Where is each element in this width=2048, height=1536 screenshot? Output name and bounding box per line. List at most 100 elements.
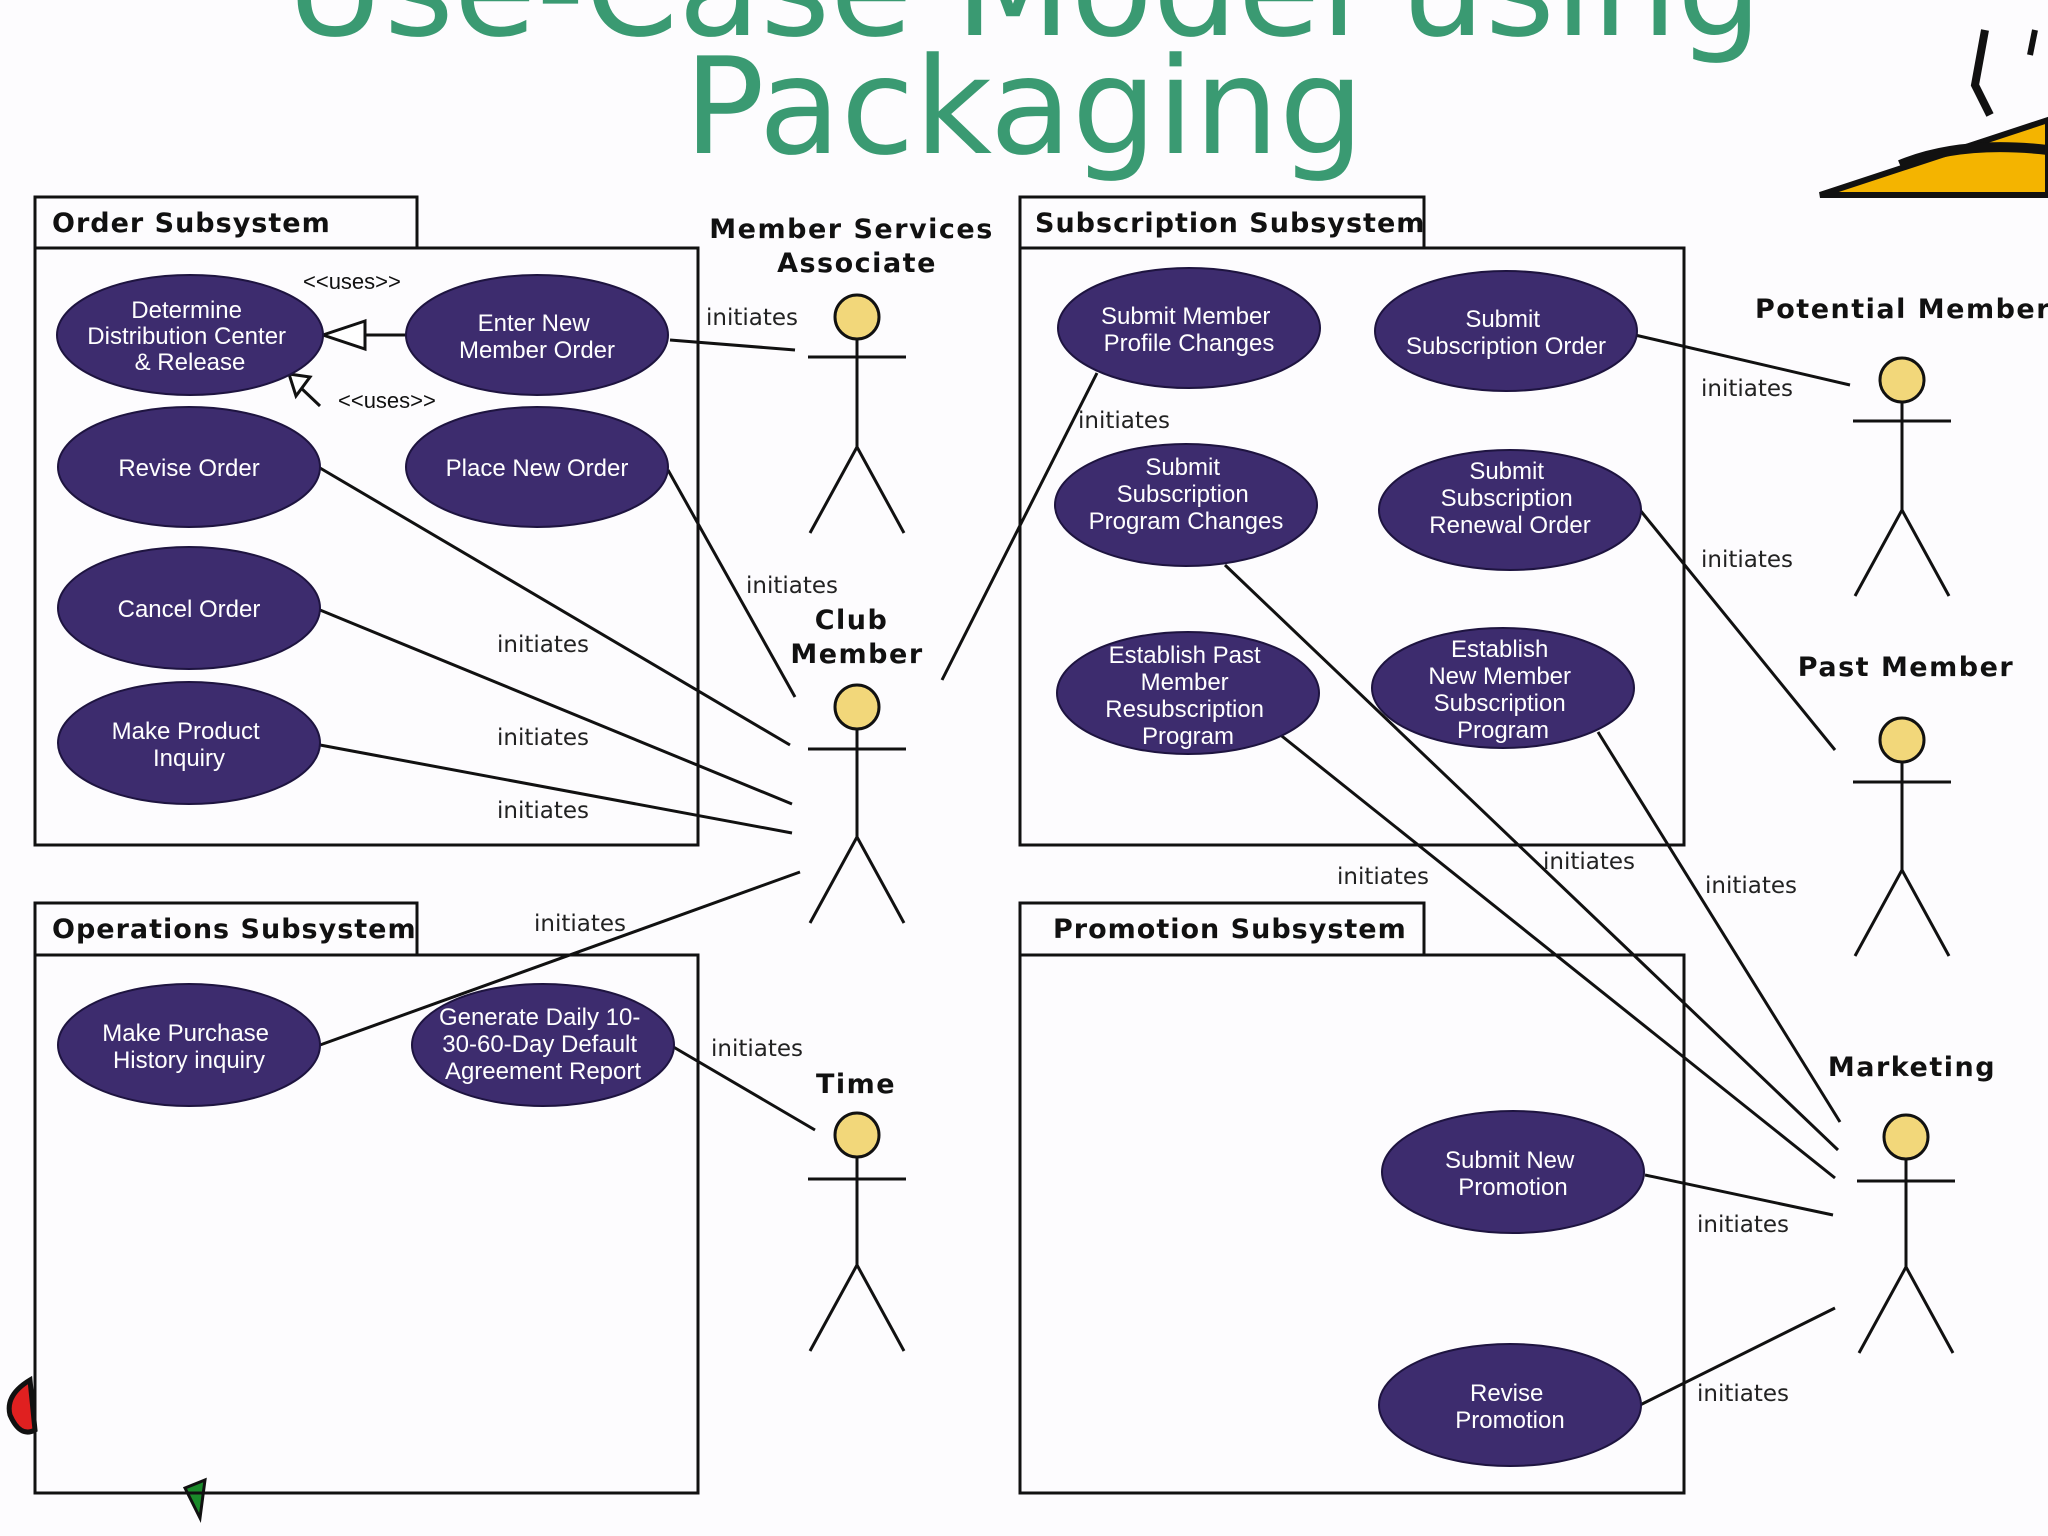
initiates-label: initiates — [1078, 408, 1170, 434]
initiates-label: initiates — [1701, 376, 1793, 402]
use-case-label: New Member — [1428, 663, 1571, 690]
actor-label: Time — [816, 1069, 896, 1100]
use-case-label: Member — [1141, 669, 1229, 696]
initiates-labels: initiates initiates initiates initiates … — [497, 305, 1797, 1407]
uses-relationships: <<uses>> <<uses>> — [286, 269, 436, 413]
clipart-bottom-left-icon — [6, 1375, 207, 1524]
slide-title-line-1: Use-Case Model using — [0, 0, 2048, 56]
use-case-submit-member-profile[interactable]: Submit Member Profile Changes — [1057, 267, 1321, 389]
initiates-label: initiates — [497, 798, 589, 824]
use-case-label: Member Order — [459, 337, 615, 364]
initiates-label: initiates — [497, 725, 589, 751]
initiates-label: initiates — [1697, 1212, 1789, 1238]
use-case-place-new-order[interactable]: Place New Order — [405, 406, 669, 528]
actor-marketing[interactable]: Marketing — [1828, 1052, 1996, 1354]
use-case-determine-distribution[interactable]: Determine Distribution Center & Release — [56, 274, 324, 396]
svg-text:Generate Daily 10- 30-60: Generate Daily 10- 30-60-Day Default Agr… — [439, 1004, 647, 1085]
use-case-label: Determine — [131, 297, 242, 324]
svg-text:Enter New Member Order: Enter New Member Order — [459, 310, 615, 364]
uses-label: <<uses>> — [303, 269, 401, 294]
svg-text:Revise Promotion: Revise Promotion — [1455, 1380, 1564, 1434]
use-case-label: Subscription — [1441, 485, 1573, 512]
use-case-label: Agreement Report — [445, 1058, 641, 1085]
use-case-label: & Release — [135, 349, 246, 376]
use-case-make-purchase-history[interactable]: Make Purchase History inquiry — [57, 983, 321, 1107]
actor-club-member[interactable]: Club Member — [790, 605, 923, 924]
clipart-top-right-icon — [1819, 29, 2048, 198]
use-case-submit-subscription-order[interactable]: Submit Subscription Order — [1374, 270, 1638, 392]
actor-label: Club — [815, 605, 889, 636]
use-case-label: Enter New — [478, 310, 591, 337]
actor-label: Potential Member — [1755, 294, 2048, 325]
use-case-label: Subscription Order — [1406, 333, 1606, 360]
package-label: Subscription Subsystem — [1035, 208, 1425, 239]
use-case-enter-new-member-order[interactable]: Enter New Member Order — [405, 274, 669, 396]
initiates-label: initiates — [1701, 547, 1793, 573]
use-case-label: Program — [1142, 723, 1234, 750]
svg-text:Establish New Member: Establish New Member Subscription Progra… — [1428, 636, 1577, 744]
use-case-label: Subscription — [1434, 690, 1566, 717]
use-case-label: Distribution Center — [87, 323, 286, 350]
use-case-label: Inquiry — [153, 745, 225, 772]
initiates-label: initiates — [1697, 1381, 1789, 1407]
use-case-submit-subscription-renewal[interactable]: Submit Subscription Renewal Order — [1378, 449, 1642, 571]
actor-member-services-associate[interactable]: Member Services Associate — [709, 214, 1004, 534]
package-label: Operations Subsystem — [52, 914, 417, 945]
use-case-submit-subscription-program[interactable]: Submit Subscription Program Changes — [1054, 443, 1318, 567]
package-order-subsystem: Order Subsystem — [33, 195, 700, 847]
svg-text:Submit Subscription: Submit Subscription Program Changes — [1089, 454, 1284, 535]
use-case-label: Program — [1457, 717, 1549, 744]
package-label: Promotion Subsystem — [1053, 914, 1407, 945]
use-case-label: History inquiry — [113, 1047, 265, 1074]
package-subscription-subsystem: Subscription Subsystem — [1018, 195, 1686, 847]
initiates-label: initiates — [1705, 873, 1797, 899]
use-case-establish-new-member[interactable]: Establish New Member Subscription Progra… — [1371, 627, 1635, 749]
actor-label: Past Member — [1798, 652, 2014, 683]
use-case-generate-daily-report[interactable]: Generate Daily 10- 30-60-Day Default Agr… — [411, 983, 675, 1107]
use-case-revise-promotion[interactable]: Revise Promotion — [1378, 1343, 1642, 1467]
actor-potential-member[interactable]: Potential Member — [1755, 294, 2048, 597]
svg-text:Submit Member Profile Ch: Submit Member Profile Changes — [1101, 303, 1277, 357]
use-case-establish-past-member[interactable]: Establish Past Member Resubscription Pro… — [1056, 631, 1320, 755]
slide-title: Use-Case Model using Packaging — [0, 0, 2048, 185]
slide-title-line-2: Packaging — [683, 29, 1365, 185]
svg-text:Member Services Associat: Member Services Associate — [709, 214, 1004, 279]
use-case-label: Program Changes — [1089, 508, 1284, 535]
svg-text:Make Purchase History in: Make Purchase History inquiry — [102, 1020, 275, 1074]
use-case-label: Submit — [1145, 454, 1220, 481]
svg-text:Submit Subscription: Submit Subscription Renewal Order — [1429, 458, 1590, 539]
use-case-label: Establish Past — [1109, 642, 1261, 669]
package-label: Order Subsystem — [52, 208, 331, 239]
use-case-label: Submit Member — [1101, 303, 1270, 330]
svg-text:Establish Past Member: Establish Past Member Resubscription Pro… — [1105, 642, 1270, 750]
use-case-label: Place New Order — [446, 455, 629, 482]
use-case-label: Make Product — [112, 718, 260, 745]
use-case-label: Generate Daily 10- — [439, 1004, 640, 1031]
svg-text:Determine Distribution C: Determine Distribution Center & Release — [87, 297, 292, 376]
initiates-label: initiates — [534, 911, 626, 937]
package-promotion-subsystem: Promotion Subsystem — [1018, 901, 1686, 1495]
svg-text:Submit New Promotion: Submit New Promotion — [1445, 1147, 1581, 1201]
initiates-label: initiates — [1543, 849, 1635, 875]
use-case-label: Submit — [1469, 458, 1544, 485]
use-case-label: Resubscription — [1105, 696, 1264, 723]
use-case-cancel-order[interactable]: Cancel Order — [57, 546, 321, 670]
use-case-label: Revise — [1470, 1380, 1543, 1407]
use-case-label: Submit New — [1445, 1147, 1575, 1174]
initiates-label: initiates — [706, 305, 798, 331]
use-case-label: Subscription — [1117, 481, 1249, 508]
actor-label: Member Services — [709, 214, 993, 245]
use-case-make-product-inquiry[interactable]: Make Product Inquiry — [57, 681, 321, 805]
actor-time[interactable]: Time — [808, 1069, 906, 1352]
package-operations-subsystem: Operations Subsystem — [33, 901, 700, 1495]
use-case-submit-new-promotion[interactable]: Submit New Promotion — [1381, 1110, 1645, 1234]
svg-text:Make Product Inquiry: Make Product Inquiry — [112, 718, 267, 772]
use-case-label: Renewal Order — [1429, 512, 1590, 539]
use-case-label: Promotion — [1458, 1174, 1567, 1201]
svg-text:Club Member: Club Member — [790, 605, 923, 670]
actor-past-member[interactable]: Past Member — [1798, 652, 2014, 957]
initiates-label: initiates — [497, 632, 589, 658]
use-case-revise-order[interactable]: Revise Order — [57, 406, 321, 528]
use-case-label: Submit — [1465, 306, 1540, 333]
actor-label: Marketing — [1828, 1052, 1996, 1083]
